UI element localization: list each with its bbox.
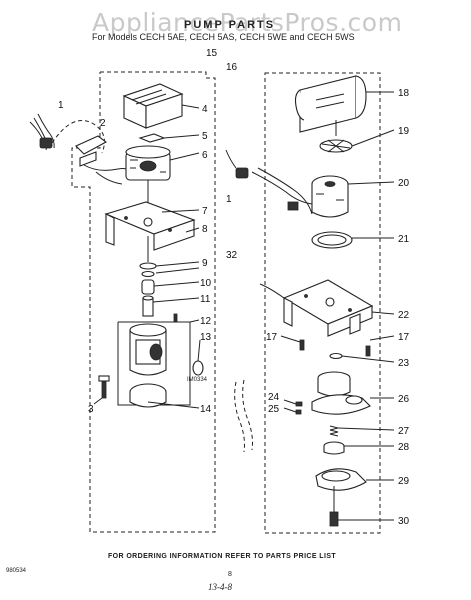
callout-28: 28 [398,442,410,453]
drawing-code: IM0334 [187,377,208,383]
callout-15: 15 [206,48,218,59]
callout-11: 11 [200,294,211,305]
callout-26: 26 [398,394,410,405]
part-28-impeller [323,441,394,455]
handwritten-note: 13-4-8 [208,582,232,592]
callout-12: 12 [200,316,212,327]
left-wiring-2 [95,171,123,185]
callout-2: 2 [100,118,106,129]
right-plug-lead [225,149,237,169]
part-32-tubing [234,381,245,453]
part-9-washers [139,261,200,278]
part-18-top-housing [294,75,394,136]
right-assembly-boundary [264,72,381,534]
part-29-base-plate [315,468,394,491]
page-title: PUMP PARTS [184,19,276,31]
part-1-right-plug [235,167,249,179]
callout-17-right: 17 [398,332,410,343]
callout-3: 3 [88,404,94,415]
callout-8: 8 [202,224,208,235]
part-2-clip [75,135,108,167]
callout-1: 1 [58,100,64,111]
part-12-pump-housing [117,319,200,406]
callout-22: 22 [398,310,410,321]
part-17-screws [280,335,395,357]
part-10-coupling [141,279,200,295]
callout-6: 6 [202,150,208,161]
model-list: For Models CECH 5AE, CECH 5AS, CECH 5WE … [92,32,355,42]
part-20-motor [311,175,395,218]
callout-13: 13 [200,332,212,343]
left-assembly-boundary [71,71,216,533]
right-connector [287,201,299,211]
callout-4: 4 [202,104,208,115]
part-23-washer [329,352,395,363]
part-27-spring [329,425,395,437]
callout-5: 5 [202,131,208,142]
callout-32: 32 [226,250,238,261]
part-5-clamp [138,133,200,143]
callout-9: 9 [202,258,208,269]
part-21-gasket [311,231,394,249]
part-8-mounting-bracket [104,201,200,262]
part-24-25-fasteners [283,399,303,415]
part-13-fitting [192,339,204,376]
callout-10: 10 [200,278,212,289]
callout-1-right: 1 [226,194,232,205]
part-11-impeller-shaft [142,295,200,323]
callout-23: 23 [398,358,410,369]
part-19-fan-blade [319,129,395,153]
callout-17-left: 17 [266,332,278,343]
ordering-info-note: FOR ORDERING INFORMATION REFER TO PARTS … [108,553,337,560]
callout-30: 30 [398,516,410,527]
callout-24: 24 [268,392,280,403]
callout-27: 27 [398,426,410,437]
part-4-motor-cover [122,83,200,129]
callout-21: 21 [398,234,410,245]
callout-19: 19 [398,126,410,137]
callout-25: 25 [268,404,280,415]
right-wiring-2 [257,167,313,215]
watermark-text: AppliancePartsPros.com [92,8,403,37]
callout-14: 14 [200,404,212,415]
page-number: 8 [228,571,232,578]
part-14-pump-base [129,383,200,409]
callout-7: 7 [202,206,208,217]
part-3-screw [93,375,110,405]
callout-20: 20 [398,178,410,189]
part-30-bolt [329,486,394,527]
right-wiring [251,171,313,205]
part-6-motor [125,145,200,212]
callout-16: 16 [226,62,238,73]
part-26-pump-body [311,371,394,415]
part-22-mounting-bracket [259,279,395,337]
callout-29: 29 [398,476,410,487]
callout-18: 18 [398,88,410,99]
document-code: 980534 [6,568,27,574]
